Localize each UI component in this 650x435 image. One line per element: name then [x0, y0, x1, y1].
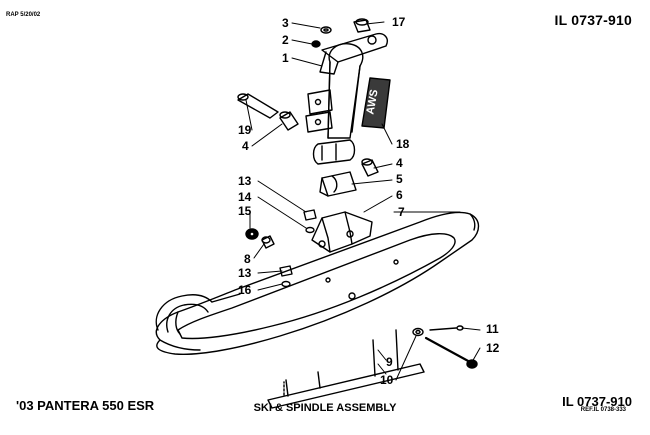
callout-17: 17 — [392, 15, 406, 29]
bushing-15 — [245, 228, 259, 240]
washer-2 — [311, 40, 321, 48]
callout-5: 5 — [396, 172, 403, 186]
callout-16: 16 — [238, 283, 252, 297]
callout-3: 3 — [282, 16, 289, 30]
ski-handle — [155, 293, 241, 333]
callout-4-upper: 4 — [242, 139, 249, 153]
callout-14: 14 — [238, 190, 252, 204]
callout-15: 15 — [238, 204, 252, 218]
bushing-lower — [361, 158, 379, 177]
spindle — [312, 43, 364, 165]
callout-9: 9 — [386, 355, 393, 369]
rap-date: RAP 5/20/02 — [6, 12, 41, 18]
callout-11: 11 — [486, 322, 499, 336]
callout-13-upper: 13 — [238, 174, 252, 188]
callout-4-lower: 4 — [396, 156, 403, 170]
washer-3 — [320, 26, 332, 34]
washer-14 — [305, 226, 315, 234]
callout-2: 2 — [282, 33, 289, 47]
leader-lines — [245, 21, 481, 381]
washer-10 — [412, 327, 424, 337]
illustration-number-top: IL 0737-910 — [554, 12, 632, 28]
callout-13-lower: 13 — [238, 266, 252, 280]
callout-10: 10 — [380, 373, 394, 387]
wear-bar — [267, 329, 425, 409]
bolt-8 — [261, 235, 275, 249]
ski-saddle — [311, 211, 373, 253]
washer-16 — [281, 280, 291, 288]
cotter-pin-11 — [429, 325, 464, 331]
pin-bolt — [237, 93, 279, 119]
callout-19: 19 — [238, 123, 252, 137]
steering-arm — [319, 32, 388, 75]
callout-12: 12 — [486, 341, 500, 355]
callout-6: 6 — [396, 188, 403, 202]
callout-18: 18 — [396, 137, 410, 151]
spindle-housing — [319, 171, 357, 197]
model-name: '03 PANTERA 550 ESR — [16, 398, 155, 413]
ski — [155, 211, 480, 356]
illustration-number-bottom: IL 0737-910 — [562, 394, 632, 409]
callout-7: 7 — [398, 205, 405, 219]
nut-17 — [353, 18, 371, 33]
bushing-upper — [279, 111, 299, 131]
nut-13-lower — [279, 265, 293, 277]
callout-8: 8 — [244, 252, 251, 266]
callout-1: 1 — [282, 51, 289, 65]
nut-13-upper — [303, 209, 317, 221]
assembly-title: SKI & SPINDLE ASSEMBLY — [253, 402, 397, 414]
spindle-clamp — [305, 89, 333, 133]
reference-illustration: REF.IL 0738-333 — [580, 407, 626, 413]
bolt-12 — [424, 336, 478, 369]
